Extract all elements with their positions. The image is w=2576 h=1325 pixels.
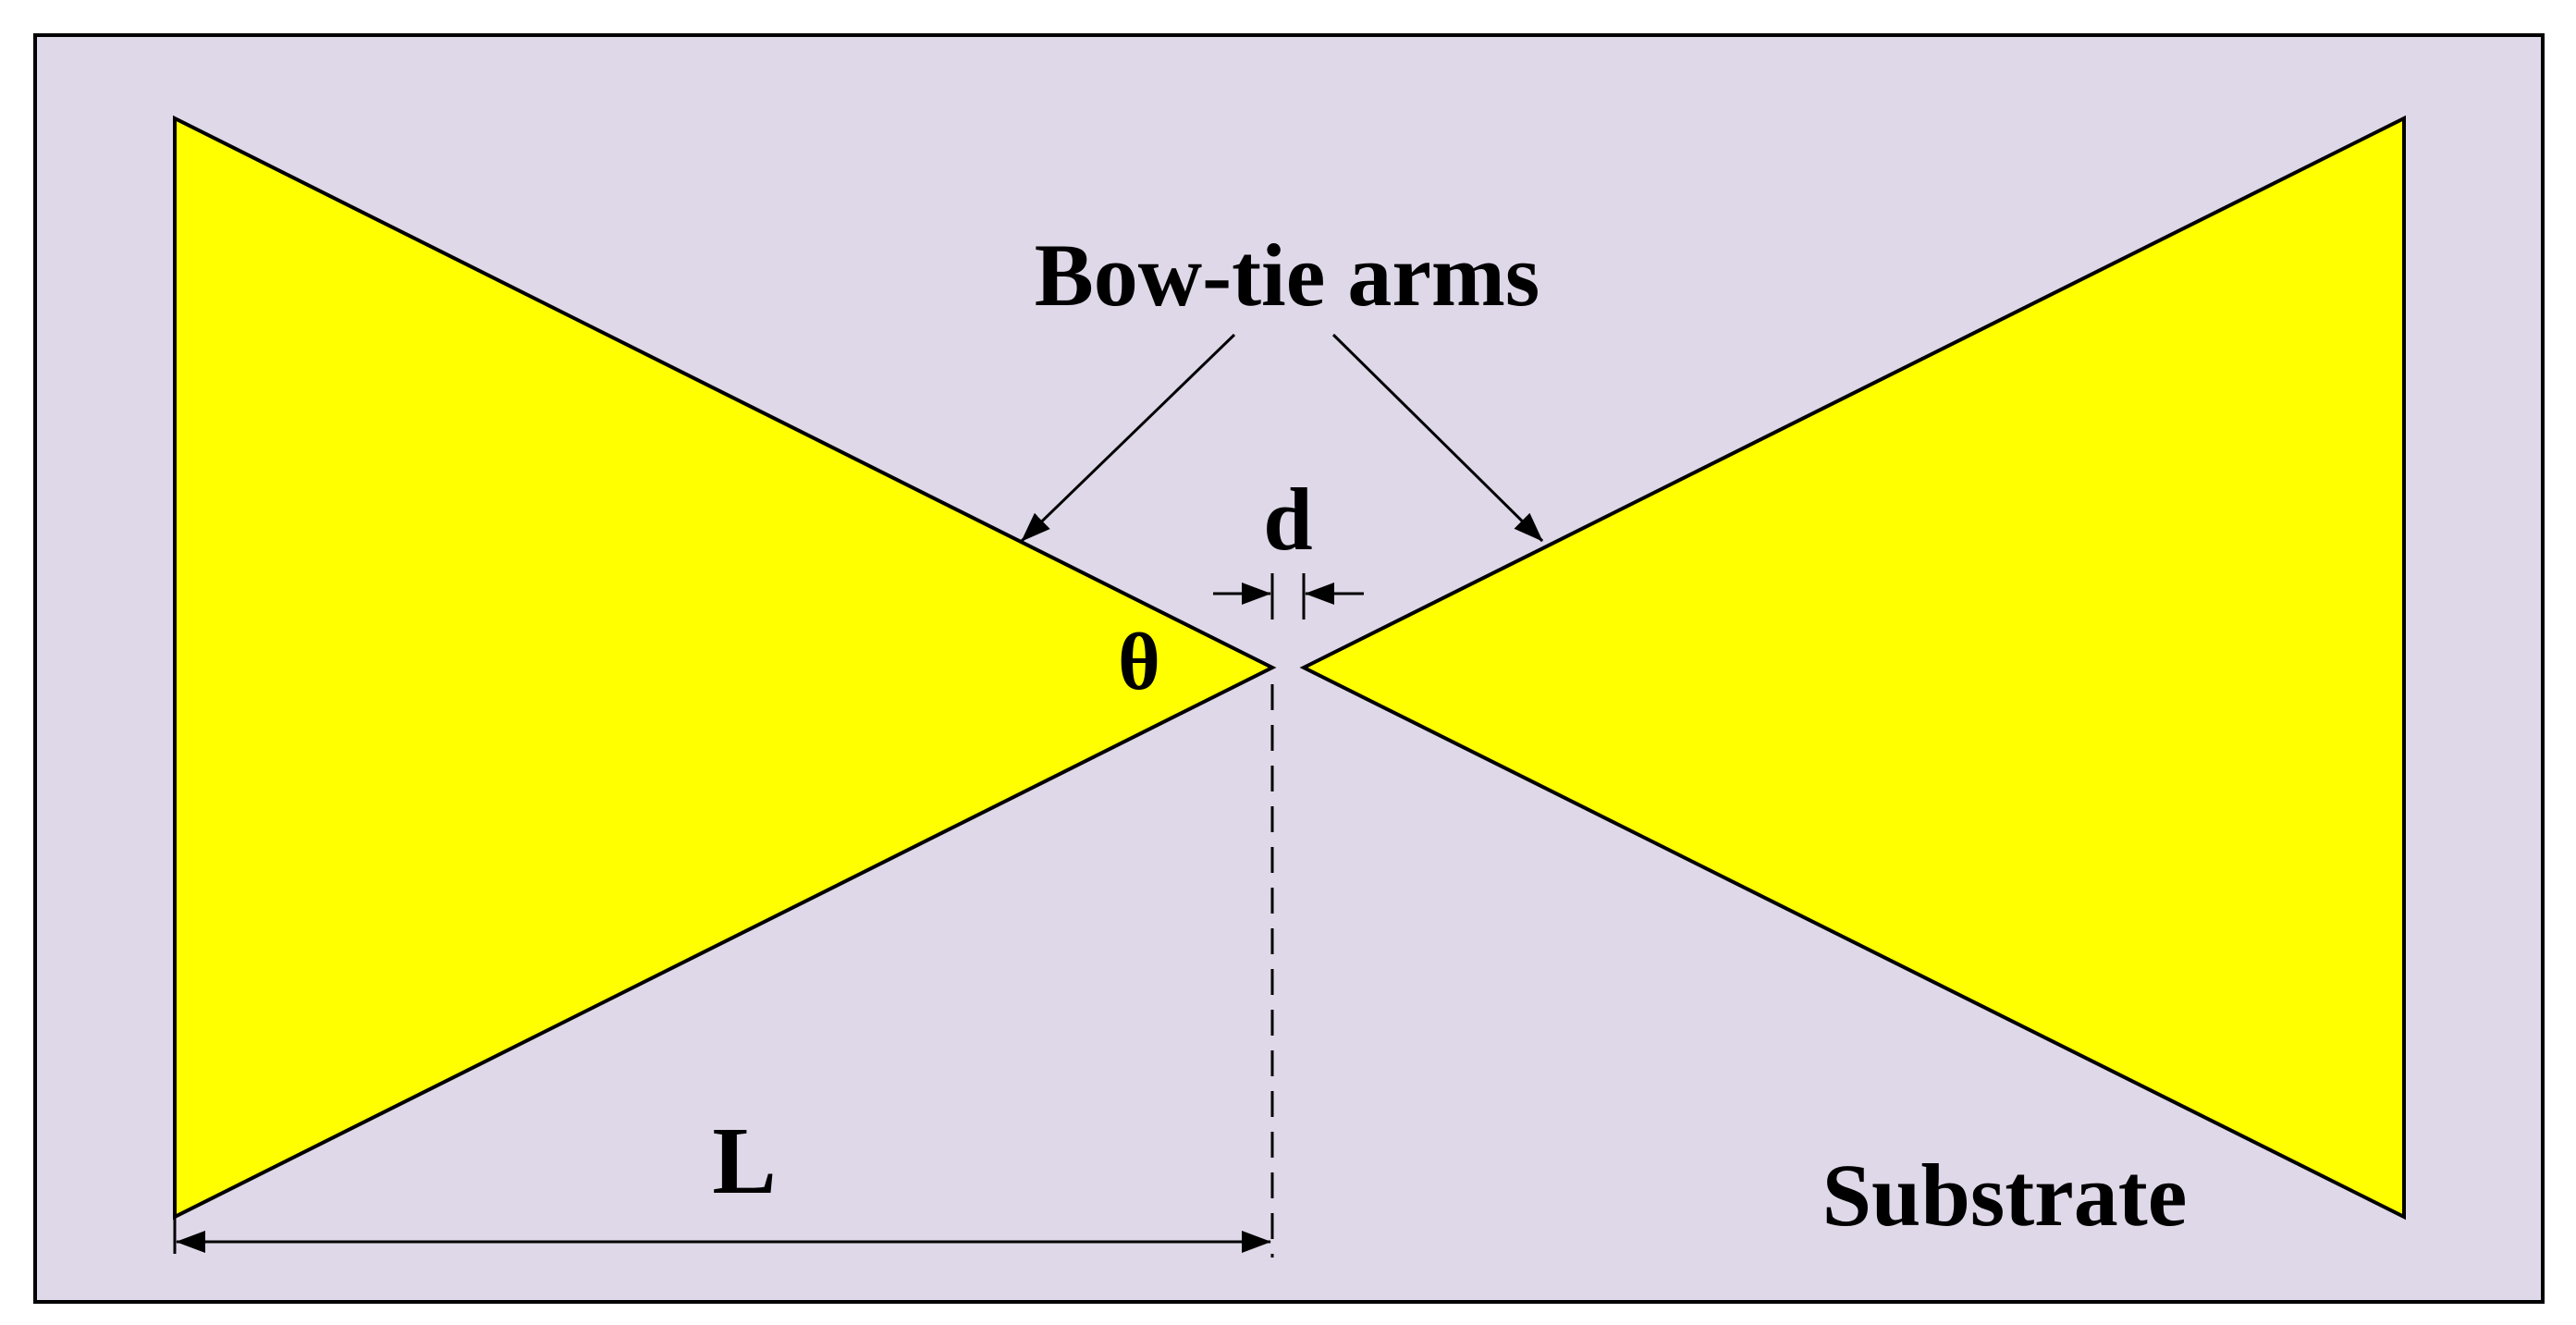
length-L-label: L	[712, 1108, 776, 1214]
arm-pointer-left	[1020, 333, 1236, 543]
substrate-label: Substrate	[1822, 1146, 2188, 1245]
left-bowtie-arm	[173, 115, 1277, 1221]
bowtie-arms-label: Bow-tie arms	[1035, 226, 1540, 325]
angle-theta-label: θ	[1118, 618, 1160, 707]
arm-pointer-right	[1331, 333, 1544, 543]
gap-d-label: d	[1263, 470, 1312, 569]
right-bowtie-arm	[1299, 115, 2406, 1221]
